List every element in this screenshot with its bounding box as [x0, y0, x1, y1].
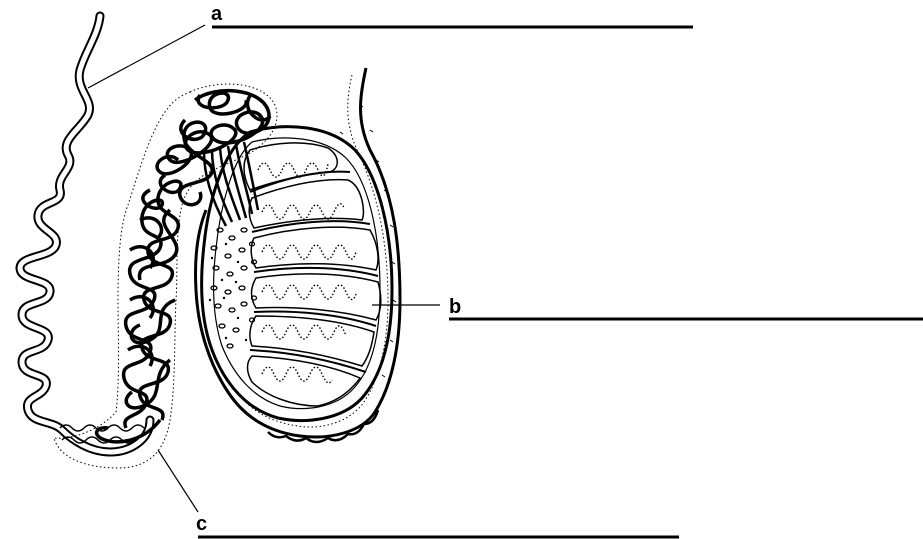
seminiferous-lobules — [244, 143, 381, 406]
answer-lines — [198, 27, 923, 537]
label-a: a — [211, 3, 223, 25]
label-b: b — [449, 296, 461, 318]
leader-line-c — [158, 450, 198, 512]
label-c: c — [196, 513, 207, 535]
leader-line-a — [88, 25, 205, 88]
